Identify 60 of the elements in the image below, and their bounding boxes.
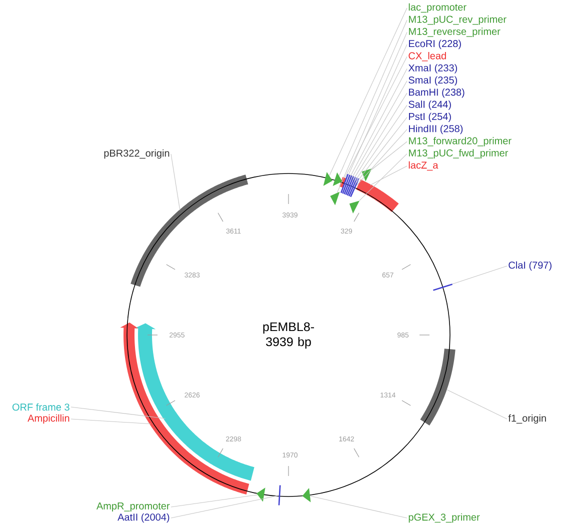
feature-label: Ampicillin: [28, 414, 70, 424]
leader-line: [370, 166, 408, 186]
feature-label: ORF frame 3: [12, 403, 70, 411]
leader-line: [348, 44, 408, 174]
site-mark: [344, 175, 352, 194]
feature-label: AmpR_promoter: [96, 502, 170, 512]
leader-line: [353, 104, 408, 184]
leader-line: [354, 117, 408, 184]
triangle-marker: [332, 172, 342, 186]
leader-line: [170, 495, 279, 518]
site-mark: [278, 485, 281, 506]
feature-label: AatII (2004): [118, 513, 170, 523]
leader-line: [352, 92, 408, 182]
arc-band: [420, 348, 456, 426]
arc-band: [130, 174, 248, 287]
triangle-marker: [323, 172, 333, 186]
leader-line: [329, 8, 408, 176]
leader-line: [370, 141, 408, 170]
feature-label: lac_promoter: [408, 3, 466, 13]
feature-label: XmaI (233): [408, 64, 458, 74]
feature-label: f1_origin: [508, 414, 546, 424]
feature-label: pGEX_3_primer: [408, 513, 480, 523]
feature-label: EcoRI (228): [409, 40, 461, 50]
feature-label: M13_pUC_fwd_primer: [409, 149, 508, 158]
triangle-marker: [349, 200, 360, 214]
leader-line: [359, 154, 408, 201]
leader-line: [452, 266, 508, 284]
arc-band: [356, 179, 399, 212]
curved-arrow: [120, 322, 250, 495]
leader-line: [336, 32, 408, 193]
leader-line: [70, 418, 151, 424]
feature-label: ClaI (797): [508, 261, 552, 271]
site-mark: [433, 284, 453, 291]
leader-line: [170, 494, 258, 508]
feature-label: HindIII (258): [409, 124, 463, 134]
leader-line: [446, 389, 508, 420]
feature-label: M13_forward20_primer: [409, 136, 512, 146]
feature-label: SalI (244): [408, 100, 451, 110]
feature-label: lacZ_a: [408, 161, 438, 171]
leader-line: [310, 496, 408, 518]
plasmid-name: pEMBL8- 3939 bp: [263, 322, 314, 349]
feature-label: BamHI (238): [409, 88, 464, 98]
feature-label: pBR322_origin: [104, 149, 170, 159]
curved-arrow: [134, 323, 254, 481]
leader-line: [70, 406, 166, 419]
triangle-marker: [362, 168, 372, 182]
feature-label: PstI (254): [409, 112, 451, 122]
triangle-marker: [302, 488, 311, 502]
site-mark: [340, 174, 349, 194]
feature-label: M13_reverse_primer: [409, 28, 500, 37]
leader-line: [338, 20, 408, 176]
leader-line: [356, 129, 408, 186]
feature-label: SmaI (235): [408, 76, 458, 86]
leader-line: [344, 56, 408, 178]
triangle-marker: [256, 488, 266, 502]
feature-label: M13_pUC_rev_primer: [409, 16, 506, 25]
leader-line: [170, 154, 180, 210]
feature-label: CX_lead: [408, 52, 446, 62]
site-mark: [342, 174, 350, 194]
triangle-marker: [330, 192, 340, 206]
